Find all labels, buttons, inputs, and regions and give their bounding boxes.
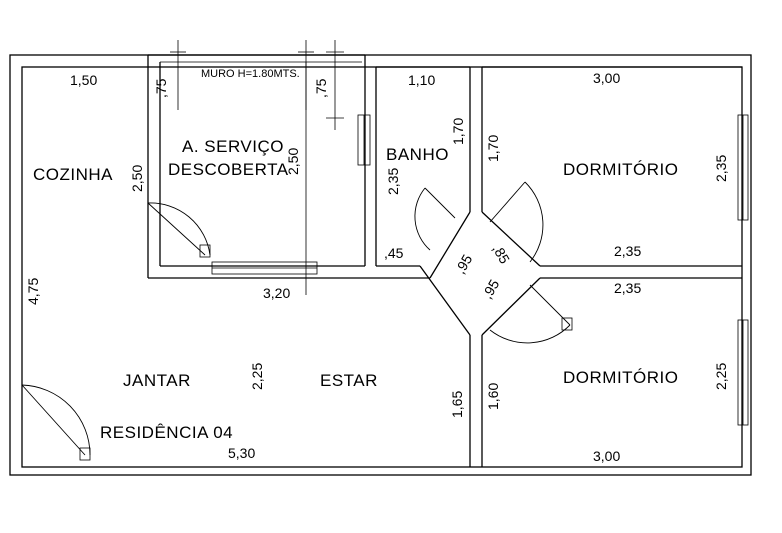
plan-title: RESIDÊNCIA 04 bbox=[100, 423, 233, 442]
room-label-estar: ESTAR bbox=[320, 371, 378, 390]
dim-banho-left: 2,35 bbox=[385, 168, 401, 195]
dim-living-right: 1,65 bbox=[449, 391, 465, 418]
dim-dorm1-bottom: 2,35 bbox=[614, 243, 641, 259]
dim-muro-left: ,75 bbox=[153, 78, 169, 98]
dim-dorm1-right: 2,35 bbox=[713, 155, 729, 182]
dim-living-left: 4,75 bbox=[25, 278, 41, 305]
dim-banho-side: 1,70 bbox=[450, 118, 466, 145]
dim-banho-corner: ,45 bbox=[384, 245, 404, 261]
dim-servico-bottom: 3,20 bbox=[263, 285, 290, 301]
dim-diag-3: ,95 bbox=[479, 276, 503, 301]
dim-banho-top: 1,10 bbox=[408, 72, 435, 88]
dim-dorm1-left: 1,70 bbox=[485, 135, 501, 162]
room-label-cozinha: COZINHA bbox=[33, 165, 113, 184]
room-label-banho: BANHO bbox=[386, 145, 449, 164]
dim-living-mid: 2,25 bbox=[249, 363, 265, 390]
room-label-dormitorio-2: DORMITÓRIO bbox=[563, 368, 679, 387]
dim-dorm2-bottom: 3,00 bbox=[593, 448, 620, 464]
dim-cozinha-top: 1,50 bbox=[70, 72, 97, 88]
dim-dorm2-right: 2,25 bbox=[713, 363, 729, 390]
room-label-jantar: JANTAR bbox=[123, 371, 191, 390]
room-label-servico-line2: DESCOBERTA bbox=[168, 160, 289, 179]
doors bbox=[21, 181, 573, 461]
muro-markers bbox=[170, 40, 344, 295]
interior-walls bbox=[147, 55, 742, 467]
dim-muro-right: ,75 bbox=[313, 78, 329, 98]
dim-diag-1: ,95 bbox=[452, 251, 476, 276]
dim-dorm1-top: 3,00 bbox=[593, 70, 620, 86]
windows bbox=[211, 114, 749, 426]
room-label-dormitorio-1: DORMITÓRIO bbox=[563, 160, 679, 179]
dim-cozinha-side: 2,50 bbox=[129, 165, 145, 192]
dim-servico-mid: 2,50 bbox=[285, 148, 301, 175]
muro-note: MURO H=1.80MTS. bbox=[201, 68, 300, 80]
outer-walls bbox=[9, 54, 752, 476]
room-label-servico-line1: A. SERVIÇO bbox=[182, 137, 284, 156]
dim-dorm2-left: 1,60 bbox=[485, 383, 501, 410]
dim-dorm2-top: 2,35 bbox=[614, 280, 641, 296]
dim-living-bottom: 5,30 bbox=[228, 445, 255, 461]
dim-diag-2: ,85 bbox=[489, 242, 513, 267]
